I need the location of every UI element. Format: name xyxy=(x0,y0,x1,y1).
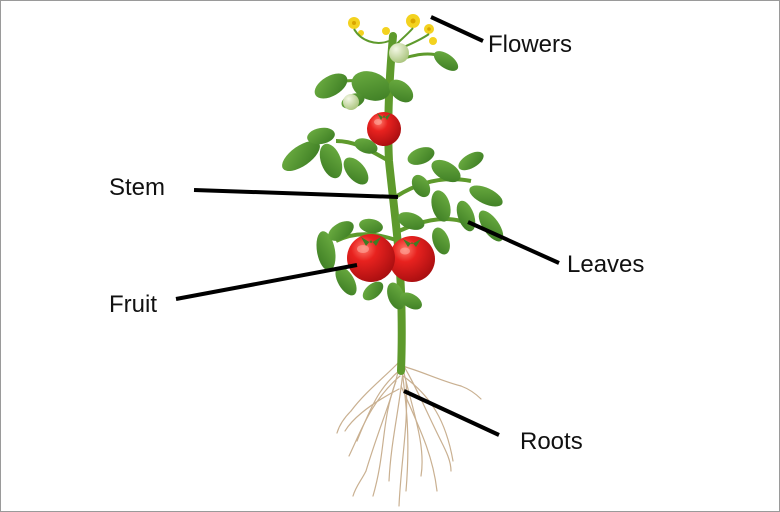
fruit-leader-line xyxy=(176,265,357,299)
leaves-leader-line xyxy=(468,222,559,263)
roots-illustration xyxy=(337,356,481,506)
flowers-label: Flowers xyxy=(488,31,572,59)
flowers-leader-line xyxy=(431,17,483,41)
leaves-label: Leaves xyxy=(567,251,644,279)
stem-label: Stem xyxy=(109,174,165,202)
stem-leader-line xyxy=(194,190,398,197)
roots-label: Roots xyxy=(520,428,583,456)
fruit-label: Fruit xyxy=(109,291,157,319)
